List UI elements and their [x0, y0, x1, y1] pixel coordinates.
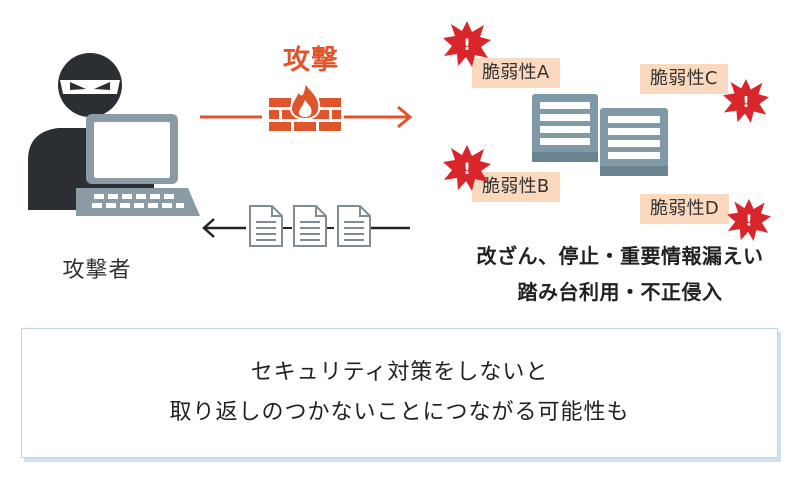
document-icon [249, 205, 283, 247]
vulnerability-label-b: 脆弱性B [472, 172, 560, 202]
vulnerability-label-c: 脆弱性C [640, 64, 728, 94]
svg-text:!: ! [743, 93, 750, 111]
warning-box: セキュリティ対策をしないと 取り返しのつかないことにつながる可能性も [21, 328, 778, 458]
vulnerability-label-a: 脆弱性A [472, 58, 560, 88]
vulnerability-label-d: 脆弱性D [640, 194, 730, 224]
document-icon [337, 205, 371, 247]
warning-line-2: 取り返しのつかないことにつながる可能性も [169, 400, 630, 425]
firewall-icon [269, 79, 341, 131]
return-arrow [202, 218, 410, 238]
laptop-icon [76, 114, 200, 216]
burst-icon: ! [723, 78, 769, 124]
burst-icon: ! [443, 21, 491, 67]
warning-line-1: セキュリティ対策をしないと [250, 360, 549, 385]
burst-icon: ! [727, 198, 771, 242]
svg-text:!: ! [463, 35, 470, 54]
svg-text:!: ! [463, 159, 470, 178]
burst-icon: ! [443, 145, 491, 191]
attacker-label: 攻撃者 [62, 258, 132, 283]
attack-label: 攻撃 [283, 45, 339, 76]
document-icon [293, 205, 327, 247]
attack-arrow [200, 105, 413, 129]
svg-text:!: ! [746, 213, 753, 230]
impact-text-line-2: 踏み台利用・不正侵入 [517, 280, 723, 304]
impact-text-line-1: 改ざん、停止・重要情報漏えい [476, 244, 764, 268]
server-icon [600, 108, 668, 176]
server-icon [532, 94, 598, 162]
